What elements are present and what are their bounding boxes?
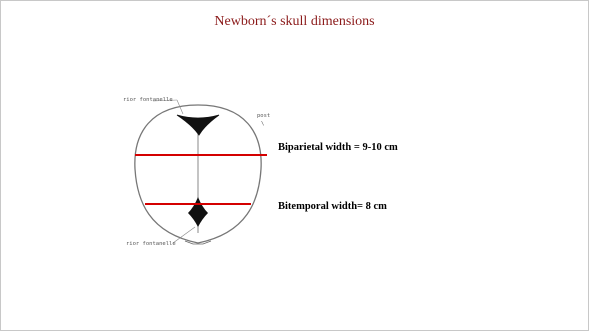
anterior-fontanelle-label: rior fontanelle [123,97,173,103]
biparietal-label: Biparietal width = 9-10 cm [278,142,398,153]
pointer-posterior [173,227,195,243]
anterior-fontanelle [177,115,219,135]
posterior-fontanelle [188,197,208,227]
posterior-label-top: post [257,113,270,119]
bitemporal-label: Bitemporal width= 8 cm [278,201,387,212]
posterior-fontanelle-label: rior fontanelle [126,241,176,247]
posterior-label-top-mark: \ [261,121,264,127]
